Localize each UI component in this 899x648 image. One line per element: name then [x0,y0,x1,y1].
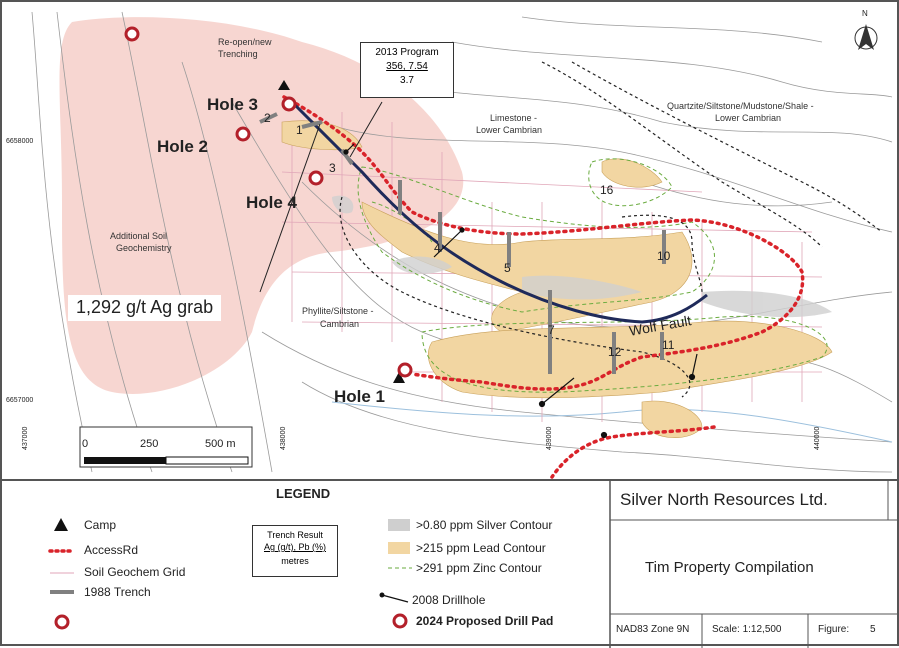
hole-4-label: Hole 4 [246,193,298,212]
legend-zinc: >291 ppm Zinc Contour [416,561,542,575]
legend-title: LEGEND [276,486,331,501]
program-title: 2013 Program [375,47,439,58]
scale-bar [79,426,253,468]
drill-pad-icons [54,26,413,630]
geochemistry-label: Geochemistry [116,243,172,253]
north-label: N [862,9,868,18]
northing-top: 6658000 [6,138,34,145]
lower-cambrian-label-1: Lower Cambrian [476,125,543,135]
hole-3-label: Hole 3 [207,95,259,114]
trench-label-4: 4 [434,241,441,255]
north-arrow-icon [854,24,878,50]
grab-label: 1,292 g/t Ag grab [68,295,222,321]
drillholes-2008 [343,143,698,439]
trench-label-7: 7 [548,323,555,337]
scale-250: 250 [140,438,159,450]
program-leader-line [349,101,383,158]
geologic-contacts [339,61,883,398]
lower-cambrian-label-2: Lower Cambrian [715,113,782,123]
scale-label: Scale: 1:12,500 [712,624,782,635]
easting-3: 439000 [546,426,553,450]
trench-result-title: Trench Result [267,530,323,540]
additional-soil-label: Additional Soil [110,231,168,241]
company-name: Silver North Resources Ltd. [620,490,828,509]
trench-lines-1988 [259,112,666,374]
trench-label-1: 1 [296,123,303,137]
trench-label-2: 2 [264,111,271,125]
northing-bottom: 6657000 [6,397,34,404]
figure-label: Figure: [818,624,850,635]
scale-0: 0 [82,438,89,450]
access-road-south [550,425,716,479]
program-value: 356, 7.54 [386,61,428,72]
trench-label-11: 11 [662,338,675,352]
easting-1: 437000 [22,426,29,450]
legend-camp: Camp [84,518,117,532]
trench-label-5: 5 [504,261,511,275]
trench-label-12: 12 [608,345,622,359]
limestone-label: Limestone - [490,113,538,123]
legend-grid: Soil Geochem Grid [84,565,186,579]
easting-2: 438000 [280,426,287,450]
camp-icons [54,80,405,531]
figure-title: Tim Property Compilation [645,559,814,576]
trenching-label: Trenching [218,49,258,59]
quartzite-label: Quartzite/Siltstone/Mudstone/Shale - [667,101,814,111]
trench-label-3: 3 [329,161,336,175]
legend-lead: >215 ppm Lead Contour [416,541,546,555]
cambrian-label: Cambrian [320,319,360,329]
hole-1-label: Hole 1 [334,387,386,406]
legend-silver: >0.80 ppm Silver Contour [416,518,553,532]
legend-pad: 2024 Proposed Drill Pad [416,614,554,628]
trench-label-16: 16 [600,183,614,197]
easting-4: 440000 [814,426,821,450]
legend-access: AccessRd [84,543,139,557]
topo-contours [31,11,893,473]
hole-2-label: Hole 2 [157,137,209,156]
legend-drillhole: 2008 Drillhole [412,593,486,607]
datum-label: NAD83 Zone 9N [616,624,690,635]
scale-500: 500 m [205,438,236,450]
legend-trench: 1988 Trench [84,585,151,599]
grab-leader-line [259,123,321,293]
trench-result-box: Trench Result Ag (g/t), Pb (%) metres [252,525,338,577]
program-callout: 2013 Program 356, 7.54 3.7 [360,42,454,98]
figure-number: 5 [870,624,876,635]
phyllite-label: Phyllite/Siltstone - [302,306,374,316]
reopen-label: Re-open/new [218,37,272,47]
creek-line [331,401,893,443]
trench-result-metres: metres [281,556,309,566]
trench-label-10: 10 [657,249,671,263]
program-sub: 3.7 [400,75,414,86]
access-road [282,95,805,391]
trench-result-units: Ag (g/t), Pb (%) [263,542,326,552]
